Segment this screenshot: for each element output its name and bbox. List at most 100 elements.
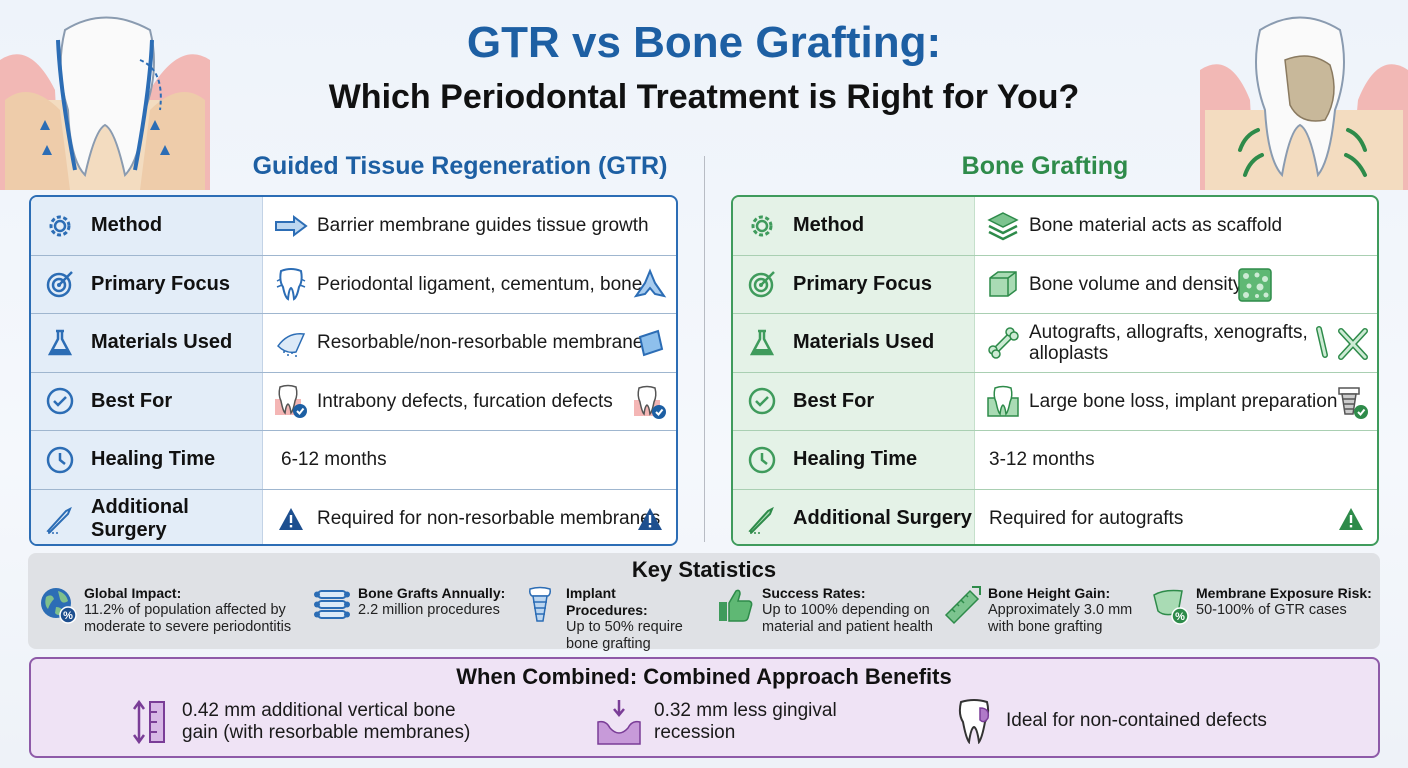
bg-row-best-for: Best For Large bone loss, implant prepar…: [733, 372, 1377, 431]
target-icon: [43, 267, 77, 301]
bg-row-healing-time: Healing Time 3-12 months: [733, 431, 1377, 490]
gtr-tooth-illustration: [0, 16, 210, 190]
gtr-row-materials-used: Materials Used Resorbable/non-resorbable…: [31, 314, 676, 373]
bone-graft-tooth-illustration: [1200, 16, 1408, 190]
gtr-value-method: Barrier membrane guides tissue growth: [317, 215, 649, 237]
ruler-icon: [944, 586, 981, 625]
gtr-value-primary-focus: Periodontal ligament, cementum, bone: [317, 273, 643, 295]
bone-icon: [985, 325, 1021, 361]
bg-value-materials-used: Autografts, allografts, xenografts, allo…: [1029, 321, 1308, 364]
page-subtitle: Which Periodontal Treatment is Right for…: [328, 78, 1080, 116]
bone-block-icon: [985, 266, 1021, 302]
combined-benefits-panel: [29, 657, 1380, 758]
arrow-right-icon: [273, 208, 309, 244]
check-circle-icon: [745, 384, 779, 418]
stat-value: Approximately 3.0 mm with bone grafting: [988, 602, 1133, 635]
gtr-row-method: Method Barrier membrane guides tissue gr…: [31, 197, 676, 256]
globe-icon: %: [41, 588, 77, 624]
gtr-row-healing-time: Healing Time 6-12 months: [31, 431, 676, 490]
membrane-sheet-icon: [632, 325, 668, 361]
gtr-label-primary-focus: Primary Focus: [91, 272, 230, 295]
bone-grafting-column-heading: Bone Grafting: [961, 152, 1129, 180]
svg-text:%: %: [1175, 611, 1185, 623]
membrane-icon: [273, 325, 309, 361]
gtr-row-primary-focus: Primary Focus Periodontal ligament, ceme…: [31, 255, 676, 314]
column-divider: [704, 156, 705, 542]
gum-recession-icon: [597, 700, 641, 745]
stat-name: Global Impact:: [84, 585, 182, 601]
gear-icon: [745, 209, 779, 243]
gtr-label-best-for: Best For: [91, 389, 173, 412]
bg-row-additional-surgery: Additional Surgery Required for autograf…: [733, 489, 1377, 544]
stat-name: Bone Height Gain:: [988, 585, 1111, 601]
flask-icon: [43, 326, 77, 360]
stat-global-impact: % Global Impact: 11.2% of population aff…: [38, 585, 308, 636]
stat-implant-procedures: Implant Procedures: Up to 50% require bo…: [520, 585, 700, 653]
stat-name: Success Rates:: [762, 585, 866, 601]
bone-density-icon: [1237, 267, 1273, 303]
target-icon: [745, 267, 779, 301]
warning-icon: [1333, 501, 1369, 537]
warning-icon: [273, 501, 309, 537]
tooth-bone-icon: [985, 383, 1021, 419]
membrane-percent-icon: %: [1153, 589, 1189, 625]
clock-icon: [43, 443, 77, 477]
warning-icon: [632, 501, 668, 537]
tooth-defect-icon: [958, 699, 990, 744]
thumbs-up-icon: [719, 589, 753, 622]
benefit-text: 0.32 mm less gingival recession: [654, 700, 837, 743]
stat-success-rates: Success Rates: Up to 100% depending on m…: [716, 585, 946, 636]
stat-name: Bone Grafts Annually:: [358, 585, 506, 601]
stat-name: Implant Procedures:: [566, 585, 648, 618]
stat-value: 50-100% of GTR cases: [1196, 602, 1347, 618]
gtr-row-additional-surgery: Additional Surgery Required for non-reso…: [31, 489, 676, 544]
bone-grafting-comparison-table: Method Bone material acts as scaffold Pr…: [731, 195, 1379, 546]
bg-value-primary-focus: Bone volume and density: [1029, 273, 1243, 295]
benefit-text: 0.42 mm additional vertical bone gain (w…: [182, 700, 471, 743]
vertical-gain-icon: [132, 699, 165, 745]
gtr-label-healing-time: Healing Time: [91, 448, 216, 471]
combined-benefits-title: When Combined: Combined Approach Benefit…: [456, 664, 952, 689]
scalpel-icon: [745, 502, 779, 536]
bg-row-primary-focus: Primary Focus Bone volume and density: [733, 255, 1377, 314]
benefit-vertical-bone-gain: 0.42 mm additional vertical bone gain (w…: [130, 698, 500, 746]
tooth-check-icon: [632, 384, 668, 420]
stat-value: 2.2 million procedures: [358, 602, 500, 618]
svg-text:%: %: [63, 610, 73, 622]
bg-label-additional-surgery: Additional Surgery: [793, 507, 972, 530]
gtr-value-materials-used: Resorbable/non-resorbable membranes: [317, 332, 653, 354]
bg-value-additional-surgery: Required for autografts: [989, 508, 1184, 530]
stat-name: Membrane Exposure Risk:: [1196, 585, 1372, 601]
stat-value: 11.2% of population affected by moderate…: [84, 602, 292, 635]
stat-membrane-exposure-risk: % Membrane Exposure Risk: 50-100% of GTR…: [1150, 585, 1372, 625]
bg-label-materials-used: Materials Used: [793, 331, 935, 354]
benefit-less-gingival-recession: 0.32 mm less gingival recession: [596, 698, 876, 746]
bg-value-method: Bone material acts as scaffold: [1029, 215, 1283, 237]
implant-icon: [529, 586, 551, 622]
clock-icon: [745, 443, 779, 477]
bone-fragment-icon: [632, 267, 668, 303]
stat-value: Up to 50% require bone grafting: [566, 619, 683, 652]
gtr-value-additional-surgery: Required for non-resorbable membranes: [317, 508, 661, 530]
bg-label-healing-time: Healing Time: [793, 448, 918, 471]
bg-value-best-for: Large bone loss, implant preparation: [1029, 390, 1338, 412]
bg-row-method: Method Bone material acts as scaffold: [733, 197, 1377, 256]
bg-value-healing-time: 3-12 months: [989, 449, 1095, 471]
benefit-text: Ideal for non-contained defects: [1006, 710, 1267, 731]
gtr-row-best-for: Best For Intrabony defects, furcation de…: [31, 372, 676, 431]
bg-label-best-for: Best For: [793, 389, 875, 412]
key-statistics-panel: [28, 553, 1380, 649]
gtr-label-method: Method: [91, 214, 163, 237]
gtr-label-materials-used: Materials Used: [91, 331, 233, 354]
bg-row-materials-used: Materials Used Autografts, allografts, x…: [733, 314, 1377, 373]
implant-icon: [1333, 384, 1369, 420]
gtr-value-healing-time: 6-12 months: [281, 449, 387, 471]
scalpel-icon: [43, 502, 77, 536]
gtr-column-heading: Guided Tissue Regeneration (GTR): [252, 152, 668, 180]
stat-bone-grafts-annually: Bone Grafts Annually: 2.2 million proced…: [312, 585, 512, 625]
tooth-icon: [273, 266, 309, 302]
bones-icon: [1305, 325, 1371, 361]
bg-label-primary-focus: Primary Focus: [793, 272, 932, 295]
benefit-non-contained-defects: Ideal for non-contained defects: [954, 698, 1284, 744]
check-circle-icon: [43, 384, 77, 418]
